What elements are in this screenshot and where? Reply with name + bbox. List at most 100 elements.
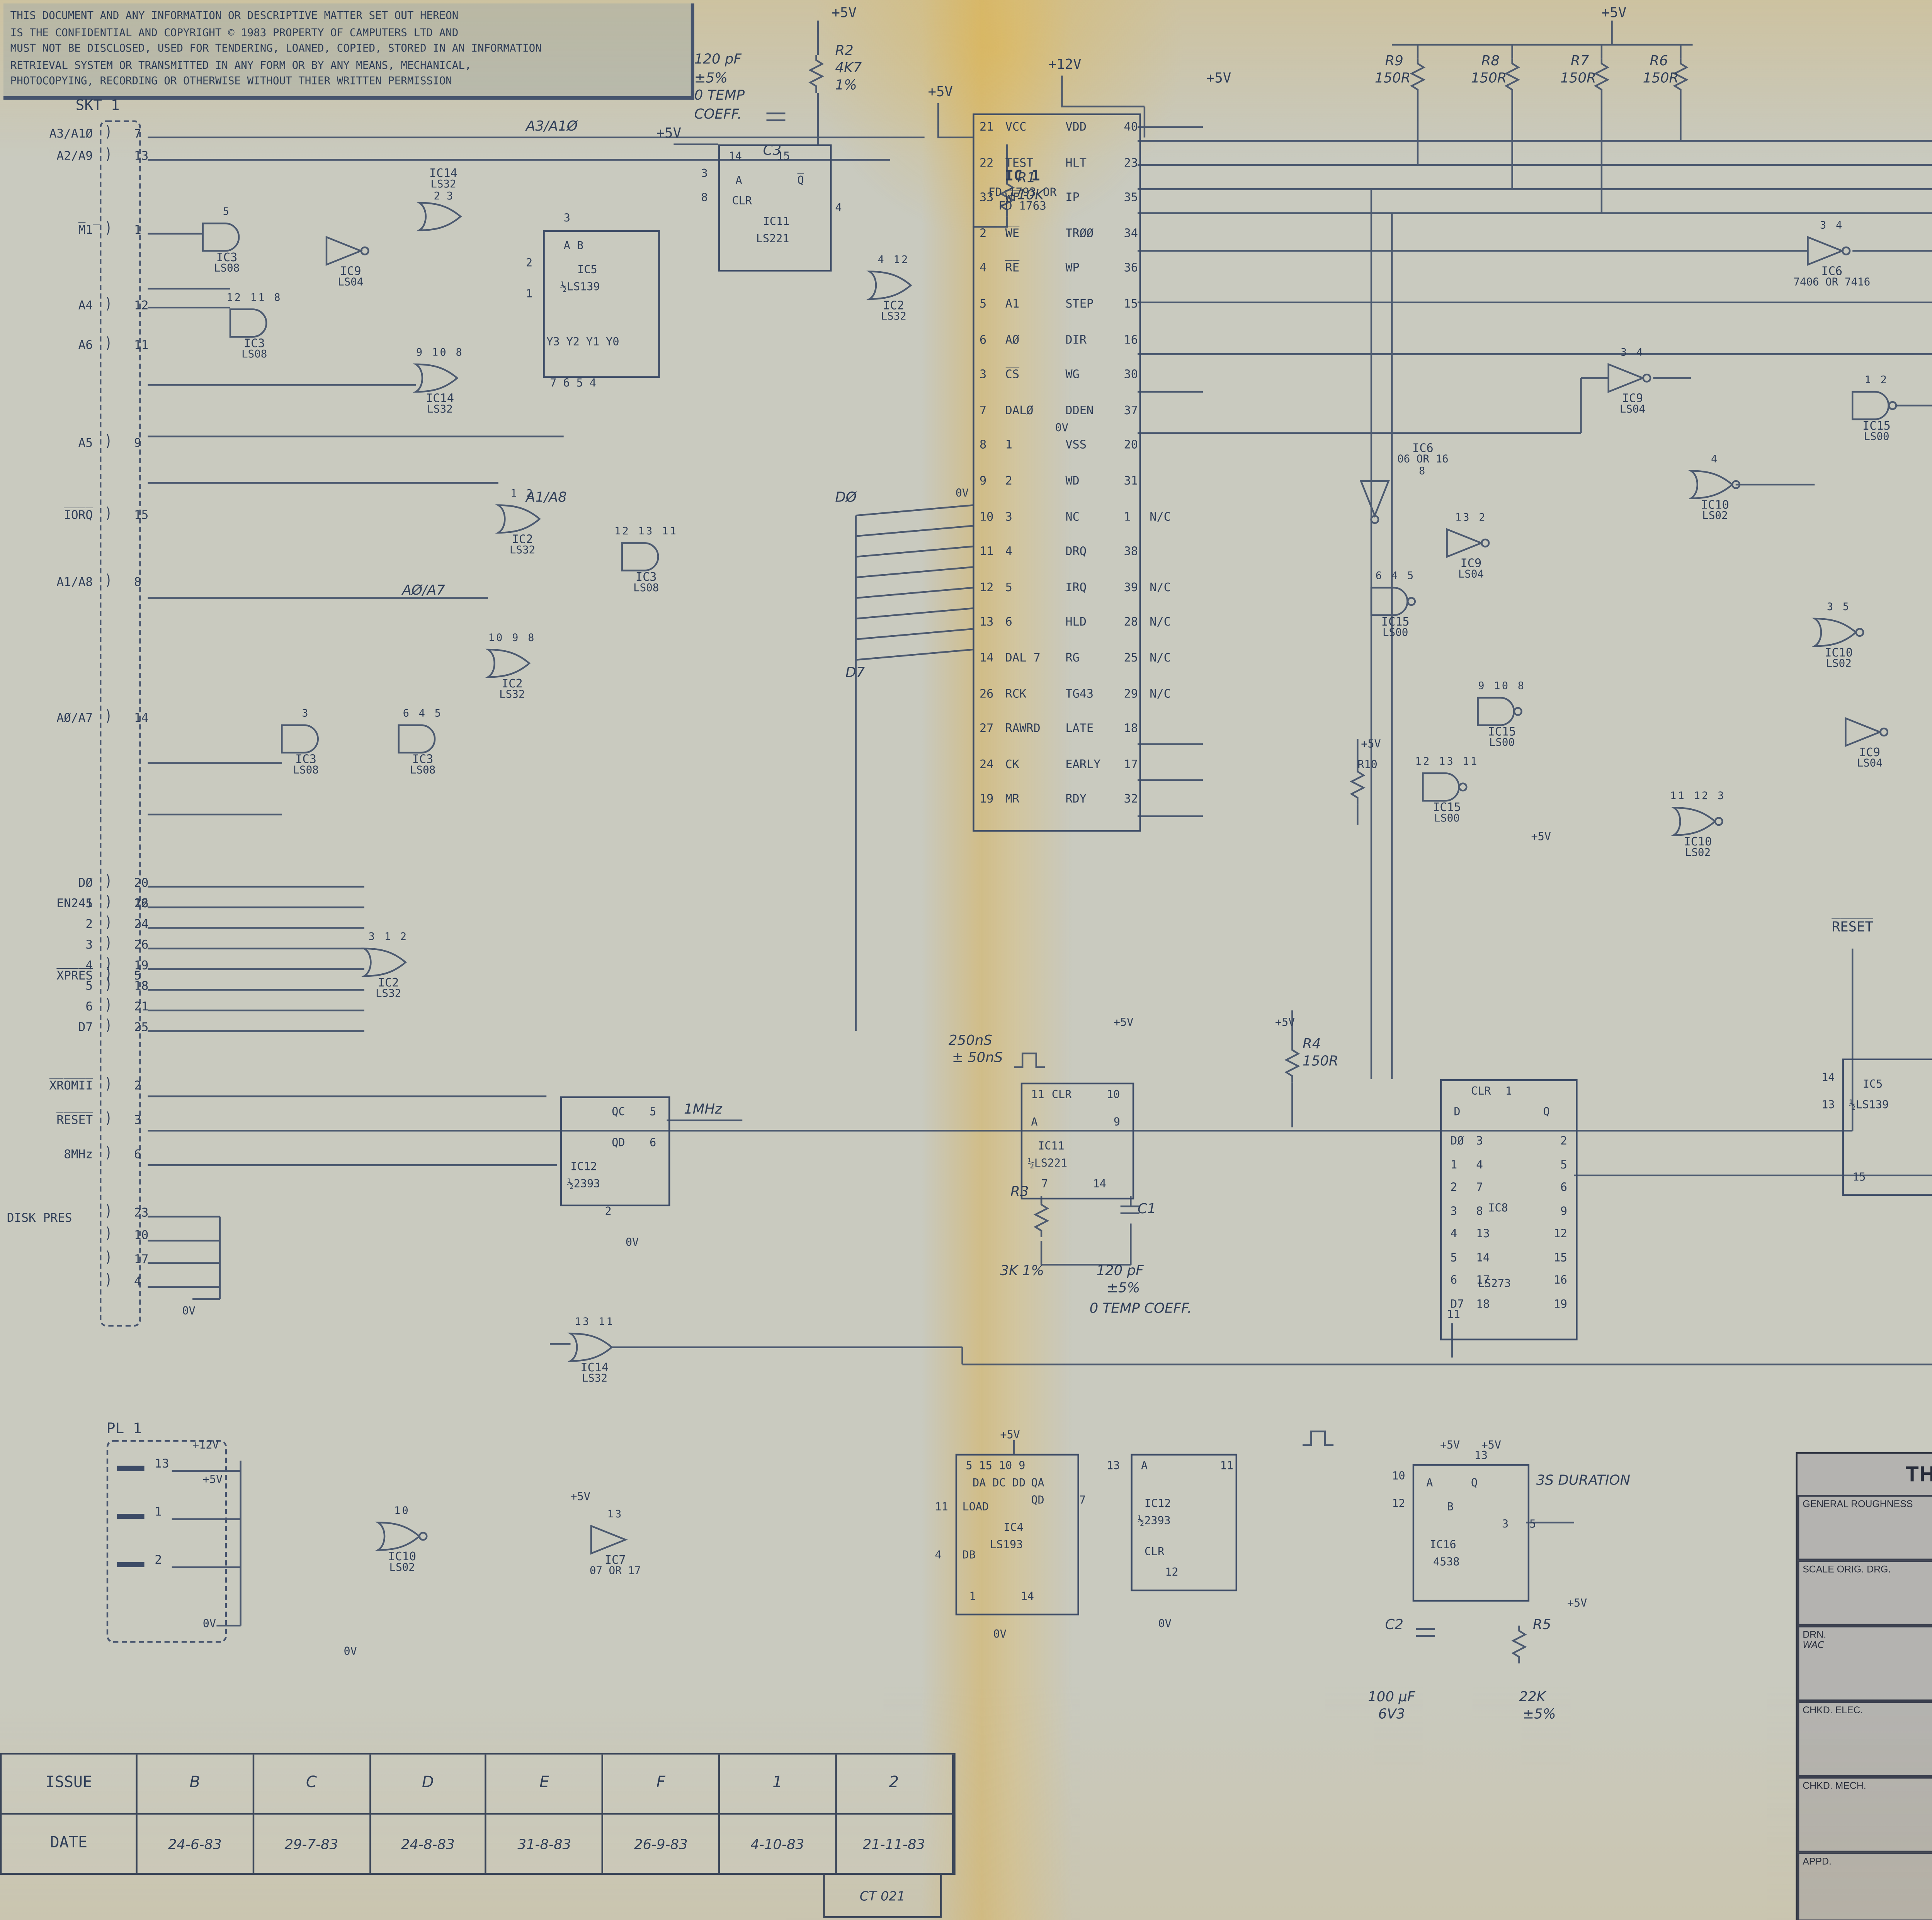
ic1-ref: IC 1 xyxy=(1005,168,1040,186)
skt1-pin-row: A611 xyxy=(0,338,189,359)
ic12a-2393 xyxy=(560,1096,670,1207)
date-cell: 26-9-83 xyxy=(604,1815,720,1873)
skt1-pin-row: A59 xyxy=(0,437,189,457)
rail-5v: +5V xyxy=(1601,5,1627,21)
ic5a-part: ½LS139 xyxy=(560,280,600,294)
skt1-pin-row: I̅O̅R̅Q̅15 xyxy=(0,508,189,529)
ic4-part: LS193 xyxy=(990,1538,1023,1552)
ic1-fd1793 xyxy=(973,113,1141,832)
issue-cell: E xyxy=(487,1754,604,1815)
skt1-pin-row: DØ20 xyxy=(0,876,189,897)
skt1-pin-row: 122 xyxy=(0,897,189,917)
skt1-pin-row: 23 xyxy=(0,1206,189,1230)
ic4-top-labels: DA DC DD xyxy=(973,1476,1026,1490)
rail-5v: +5V xyxy=(928,84,953,100)
connector-pin-icon xyxy=(105,507,112,521)
notice-line: IS THE CONFIDENTIAL AND COPYRIGHT © 1983… xyxy=(10,27,459,39)
ic8-q-pin: 12 xyxy=(1553,1227,1567,1241)
duration-label: 3S DURATION xyxy=(1536,1473,1631,1488)
ic11a-ls221 xyxy=(718,144,832,272)
ic12a-pin: 5 xyxy=(650,1105,656,1119)
issue-row-label: ISSUE xyxy=(2,1754,138,1815)
skt1-pin-row: M̅1̅1 xyxy=(0,223,189,244)
ic8-q-pin: 9 xyxy=(1560,1204,1567,1218)
connector-pin-icon xyxy=(105,978,112,992)
skt1-tail-group: X̅R̅O̅M̅I̅I̅2R̅E̅S̅E̅T̅38MHz6 xyxy=(0,1079,189,1182)
title-block: THIS MASTER MUST BE PRESERVED IN PERFECT… xyxy=(1796,1452,1932,1920)
r4-value: 150R xyxy=(1303,1053,1338,1069)
ic5b-ls139 xyxy=(1842,1058,1932,1196)
connector-pin-icon xyxy=(105,1019,112,1033)
r1-value: 10K xyxy=(1017,187,1044,203)
field-appd: APPD. xyxy=(1797,1852,1932,1920)
a0a7-bus-label: AØ/A7 xyxy=(402,582,445,598)
a1a8-bus-label: A1/A8 xyxy=(526,490,567,505)
ic16-a: A xyxy=(1426,1476,1433,1490)
connector-pin-icon xyxy=(105,710,112,724)
field-chkd-mech: CHKD. MECH. xyxy=(1797,1777,1932,1853)
rail-5v: +5V xyxy=(1113,1015,1134,1029)
field-chkd-elec: CHKD. ELEC. xyxy=(1797,1701,1932,1777)
ic12a-part: ½2393 xyxy=(567,1177,600,1191)
ov-label: 0V xyxy=(202,1617,216,1631)
issue-cell: 2 xyxy=(836,1754,953,1815)
c1-value: 120 pF xyxy=(1096,1263,1144,1279)
pl1-pin-row: 13 xyxy=(114,1457,217,1505)
ic12b-pin: 11 xyxy=(1220,1459,1233,1473)
ic11b-ref: IC11 xyxy=(1038,1139,1065,1153)
pl1-contact-icon xyxy=(117,1562,145,1567)
ic8-q-pin: 2 xyxy=(1560,1134,1567,1148)
ic16-part: 4538 xyxy=(1433,1555,1460,1569)
ic11a-pin: 15 xyxy=(777,149,790,163)
rail-5v: +5V xyxy=(1275,1015,1295,1029)
ic12b-a: A xyxy=(1141,1459,1148,1473)
ic16-pin: 12 xyxy=(1392,1497,1405,1511)
ic16-pin: 3 xyxy=(1502,1517,1509,1531)
skt1-data-group: DØ20122224326419518621D725 xyxy=(0,876,189,1041)
ic16-ref: IC16 xyxy=(1430,1538,1456,1552)
reset-net-label: R̅E̅S̅E̅T̅ xyxy=(1832,919,1873,935)
ic1-device: FD 1793 OR xyxy=(988,185,1057,199)
c2-voltage: 6V3 xyxy=(1378,1706,1405,1722)
ic8-ls273 xyxy=(1440,1079,1578,1340)
ic4-qa: QA xyxy=(1031,1476,1044,1490)
ic11a-clr: CLR xyxy=(732,194,752,208)
cap-note-line: 0 TEMP xyxy=(694,88,745,104)
connector-pin-icon xyxy=(105,1146,112,1160)
ov-label: 0V xyxy=(993,1627,1007,1641)
pl1-contact-icon xyxy=(117,1466,145,1471)
r2-ref: R2 xyxy=(835,43,854,59)
field-general-roughness: GENERAL ROUGHNESS xyxy=(1797,1495,1932,1561)
rail-5v: +5V xyxy=(832,5,857,21)
r5-value: 22K xyxy=(1519,1689,1546,1705)
issue-table-col: 1 4-10-83 xyxy=(720,1754,837,1873)
notice-line: THIS DOCUMENT AND ANY INFORMATION OR DES… xyxy=(10,10,459,22)
ic11a-pin: 4 xyxy=(835,201,842,215)
c1-label: C1 xyxy=(1138,1201,1156,1217)
master-banner: THIS MASTER MUST BE PRESERVED IN PERFECT… xyxy=(1797,1454,1932,1497)
ic5a-outputs: Y3 Y2 Y1 Y0 xyxy=(546,335,619,349)
ic16-q: Q xyxy=(1471,1476,1478,1490)
ic11a-pin: 14 xyxy=(728,149,742,163)
